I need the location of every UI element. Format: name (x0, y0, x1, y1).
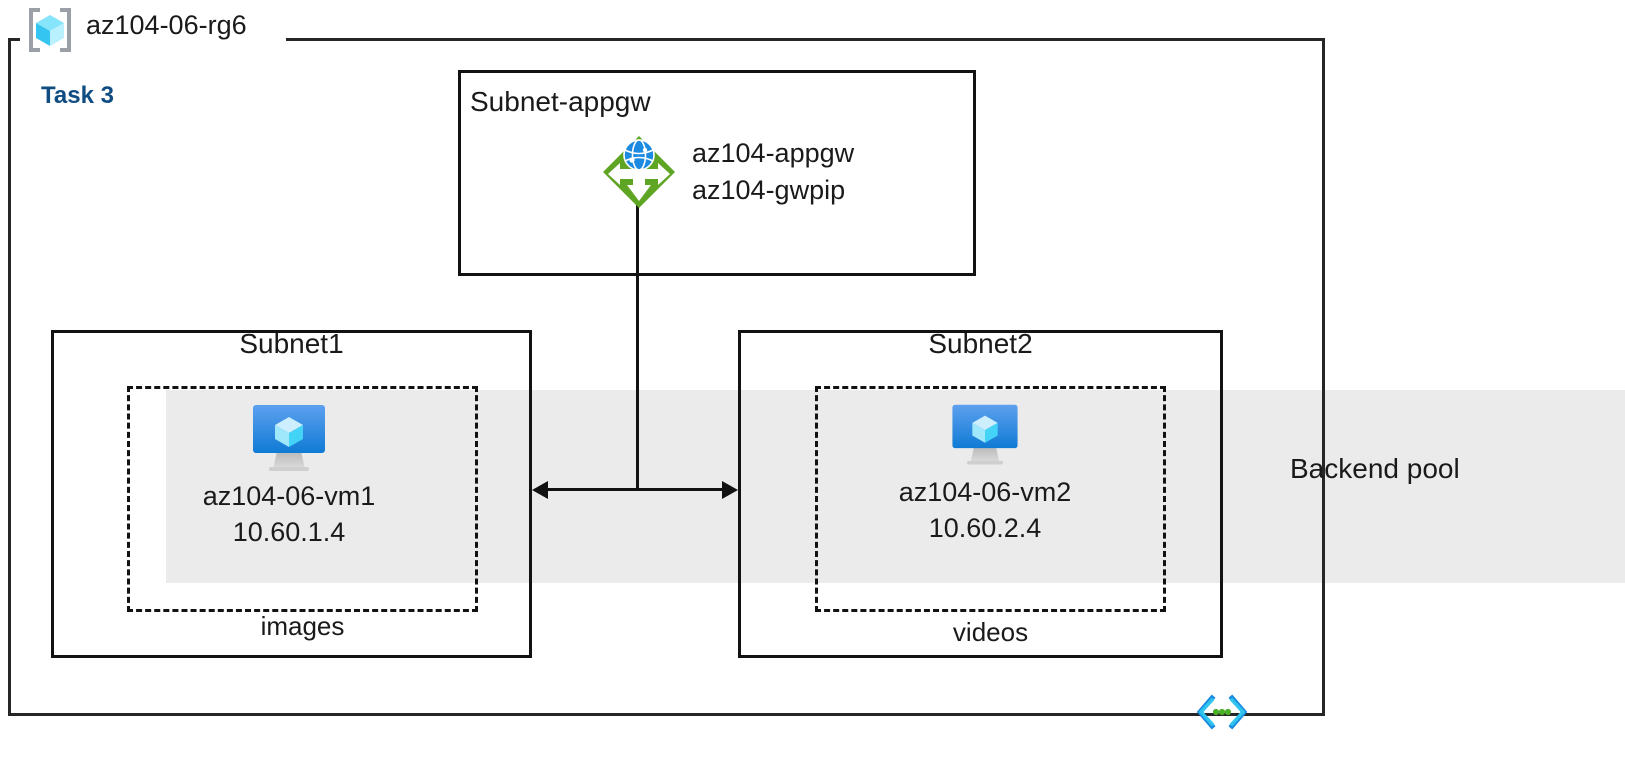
subnet2-nsg-caption: videos (952, 617, 1029, 647)
vm1-name: az104-06-vm1 (202, 481, 376, 511)
virtual-machine-icon (166, 400, 412, 478)
subnet1-box (51, 330, 532, 658)
subnet-appgw-title: Subnet-appgw (470, 86, 651, 117)
resource-group-title: az104-06-rg6 (86, 10, 247, 40)
subnet2-title: Subnet2 (928, 328, 1033, 359)
vm2-block: az104-06-vm2 10.60.2.4 (862, 396, 1108, 546)
vm1-block: az104-06-vm1 10.60.1.4 (166, 400, 412, 550)
subnet1-nsg-boundary (127, 386, 478, 612)
application-gateway-labels: az104-appgw az104-gwpip (692, 135, 854, 209)
arrow-head-right (722, 481, 738, 499)
resource-group-border-bottom (8, 713, 1325, 716)
task-label: Task 3 (41, 82, 114, 109)
subnet-link-line-right (636, 488, 731, 491)
appgw-name: az104-appgw (692, 138, 855, 168)
resource-group-border-right (1322, 38, 1325, 716)
subnet1-title: Subnet1 (239, 328, 344, 359)
subnet-appgw-box (458, 70, 976, 276)
gwpip-name: az104-gwpip (692, 175, 846, 205)
application-gateway-resource: az104-appgw az104-gwpip (600, 133, 960, 211)
gateway-connector-line (636, 200, 639, 490)
code-brackets-icon (1196, 694, 1248, 730)
application-gateway-icon (600, 133, 678, 211)
arrow-head-left (532, 481, 548, 499)
resource-group-border-top-left (8, 38, 20, 41)
resource-group-border-left (8, 38, 11, 716)
vm2-ip: 10.60.2.4 (928, 513, 1042, 543)
subnet2-nsg-boundary (815, 386, 1166, 612)
backend-pool-label: Backend pool (1290, 453, 1460, 484)
vm2-name: az104-06-vm2 (898, 477, 1072, 507)
subnet2-box (738, 330, 1223, 658)
subnet1-nsg-caption: images (260, 611, 345, 641)
resource-group-border-top-right (286, 38, 1325, 41)
vm1-ip: 10.60.1.4 (232, 517, 346, 547)
resource-group-icon (24, 6, 76, 54)
backend-pool-band (166, 390, 1625, 583)
virtual-machine-icon (862, 396, 1108, 474)
